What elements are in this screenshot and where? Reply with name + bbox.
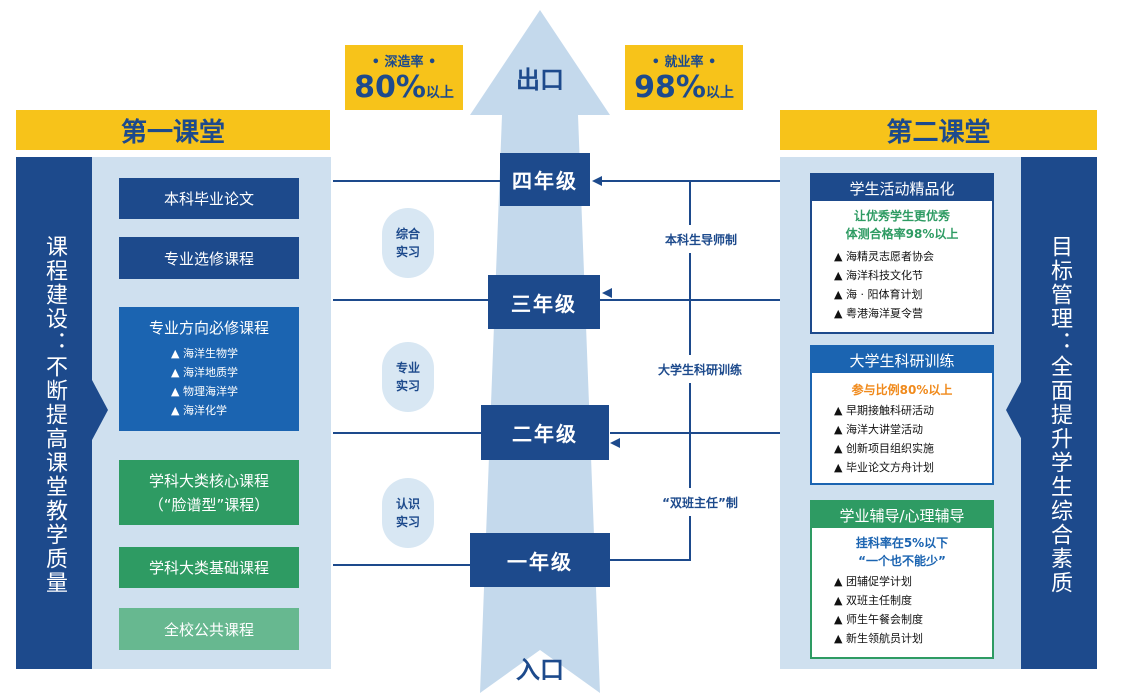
card-student-activities: 学生活动精品化 让优秀学生更优秀 体测合格率98%以上 海精灵志愿者协会 海洋科… bbox=[810, 173, 994, 334]
first-classroom-title: 第一课堂 bbox=[16, 110, 330, 150]
employment-rate-suffix: 以上 bbox=[705, 84, 734, 101]
course-core-line2: （“脸谱型”课程） bbox=[148, 495, 270, 514]
practice-line: 实习 bbox=[395, 515, 420, 529]
course-required-title: 专业方向必修课程 bbox=[148, 319, 269, 337]
card-highlight: “一个也不能少” bbox=[858, 554, 946, 568]
list-item: 双班主任制度 bbox=[834, 591, 992, 610]
practice-professional: 专业 实习 bbox=[382, 342, 434, 412]
second-classroom-vertical-text: 目标管理：全面提升学生综合素质 bbox=[1047, 235, 1072, 595]
employment-rate-label: • 就业率 • bbox=[651, 54, 717, 70]
list-item: 团辅促学计划 bbox=[834, 572, 992, 591]
first-classroom-vertical-text: 课程建设：不断提高课堂教学质量 bbox=[42, 235, 67, 595]
practice-line: 综合 bbox=[395, 227, 420, 241]
first-classroom-sidebar bbox=[16, 157, 92, 669]
card-highlight: 让优秀学生更优秀 bbox=[853, 209, 950, 223]
card-title: 大学生科研训练 bbox=[812, 347, 992, 373]
card-academic-counseling: 学业辅导/心理辅导 挂科率在5%以下 “一个也不能少” 团辅促学计划 双班主任制… bbox=[810, 500, 994, 659]
grade-4: 四年级 bbox=[500, 153, 590, 206]
practice-line: 实习 bbox=[395, 379, 420, 393]
postgrad-rate-value: 80% bbox=[354, 69, 426, 105]
list-item: 早期接触科研活动 bbox=[834, 401, 992, 420]
mechanism-dual-advisor: “双班主任”制 bbox=[645, 488, 755, 516]
course-thesis: 本科毕业论文 bbox=[119, 178, 299, 219]
right-sidebar-pointer bbox=[1006, 380, 1022, 440]
list-item: 海 · 阳体育计划 bbox=[834, 285, 992, 304]
card-highlight: 挂科率在5%以下 bbox=[855, 536, 949, 550]
card-highlight: 参与比例80%以上 bbox=[851, 383, 953, 397]
grade-3: 三年级 bbox=[488, 275, 600, 329]
course-general: 全校公共课程 bbox=[119, 608, 299, 650]
card-title: 学业辅导/心理辅导 bbox=[812, 502, 992, 528]
card-highlight: 体测合格率98%以上 bbox=[845, 227, 959, 241]
entry-label: 入口 bbox=[516, 656, 564, 684]
list-item: 海洋大讲堂活动 bbox=[834, 420, 992, 439]
practice-comprehensive: 综合 实习 bbox=[382, 208, 434, 278]
postgrad-rate-suffix: 以上 bbox=[425, 84, 454, 101]
course-item: 物理海洋学 bbox=[171, 382, 299, 401]
employment-rate-box: • 就业率 • 98%以上 bbox=[625, 45, 743, 110]
practice-line: 专业 bbox=[395, 361, 420, 375]
card-title: 学生活动精品化 bbox=[812, 175, 992, 201]
exit-label: 出口 bbox=[516, 66, 564, 94]
course-item: 海洋生物学 bbox=[171, 344, 299, 363]
grade-1: 一年级 bbox=[470, 533, 610, 587]
postgrad-rate-box: • 深造率 • 80%以上 bbox=[345, 45, 463, 110]
course-item: 海洋地质学 bbox=[171, 363, 299, 382]
list-item: 创新项目组织实施 bbox=[834, 439, 992, 458]
course-core: 学科大类核心课程 （“脸谱型”课程） bbox=[119, 460, 299, 525]
list-item: 师生午餐会制度 bbox=[834, 610, 992, 629]
mechanism-research: 大学生科研训练 bbox=[645, 355, 755, 383]
second-classroom-title: 第二课堂 bbox=[780, 110, 1097, 150]
practice-line: 实习 bbox=[395, 245, 420, 259]
course-required-list: 海洋生物学 海洋地质学 物理海洋学 海洋化学 bbox=[119, 344, 299, 420]
course-foundation: 学科大类基础课程 bbox=[119, 547, 299, 588]
list-item: 海精灵志愿者协会 bbox=[834, 247, 992, 266]
list-item: 新生领航员计划 bbox=[834, 629, 992, 648]
left-sidebar-pointer bbox=[92, 380, 108, 440]
practice-line: 认识 bbox=[395, 497, 420, 511]
second-classroom-sidebar bbox=[1021, 157, 1097, 669]
card-list: 海精灵志愿者协会 海洋科技文化节 海 · 阳体育计划 粤港海洋夏令营 bbox=[812, 247, 992, 323]
grade-2: 二年级 bbox=[481, 405, 609, 460]
course-core-line1: 学科大类核心课程 bbox=[148, 471, 269, 490]
course-required: 专业方向必修课程 海洋生物学 海洋地质学 物理海洋学 海洋化学 bbox=[119, 307, 299, 431]
practice-cognitive: 认识 实习 bbox=[382, 478, 434, 548]
card-list: 团辅促学计划 双班主任制度 师生午餐会制度 新生领航员计划 bbox=[812, 572, 992, 648]
employment-rate-value: 98% bbox=[634, 69, 706, 105]
course-item: 海洋化学 bbox=[171, 401, 299, 420]
card-research-training: 大学生科研训练 参与比例80%以上 早期接触科研活动 海洋大讲堂活动 创新项目组… bbox=[810, 345, 994, 485]
course-elective: 专业选修课程 bbox=[119, 237, 299, 279]
list-item: 海洋科技文化节 bbox=[834, 266, 992, 285]
card-list: 早期接触科研活动 海洋大讲堂活动 创新项目组织实施 毕业论文方舟计划 bbox=[812, 401, 992, 477]
list-item: 粤港海洋夏令营 bbox=[834, 304, 992, 323]
postgrad-rate-label: • 深造率 • bbox=[371, 54, 437, 70]
mechanism-tutor: 本科生导师制 bbox=[652, 225, 750, 253]
list-item: 毕业论文方舟计划 bbox=[834, 458, 992, 477]
